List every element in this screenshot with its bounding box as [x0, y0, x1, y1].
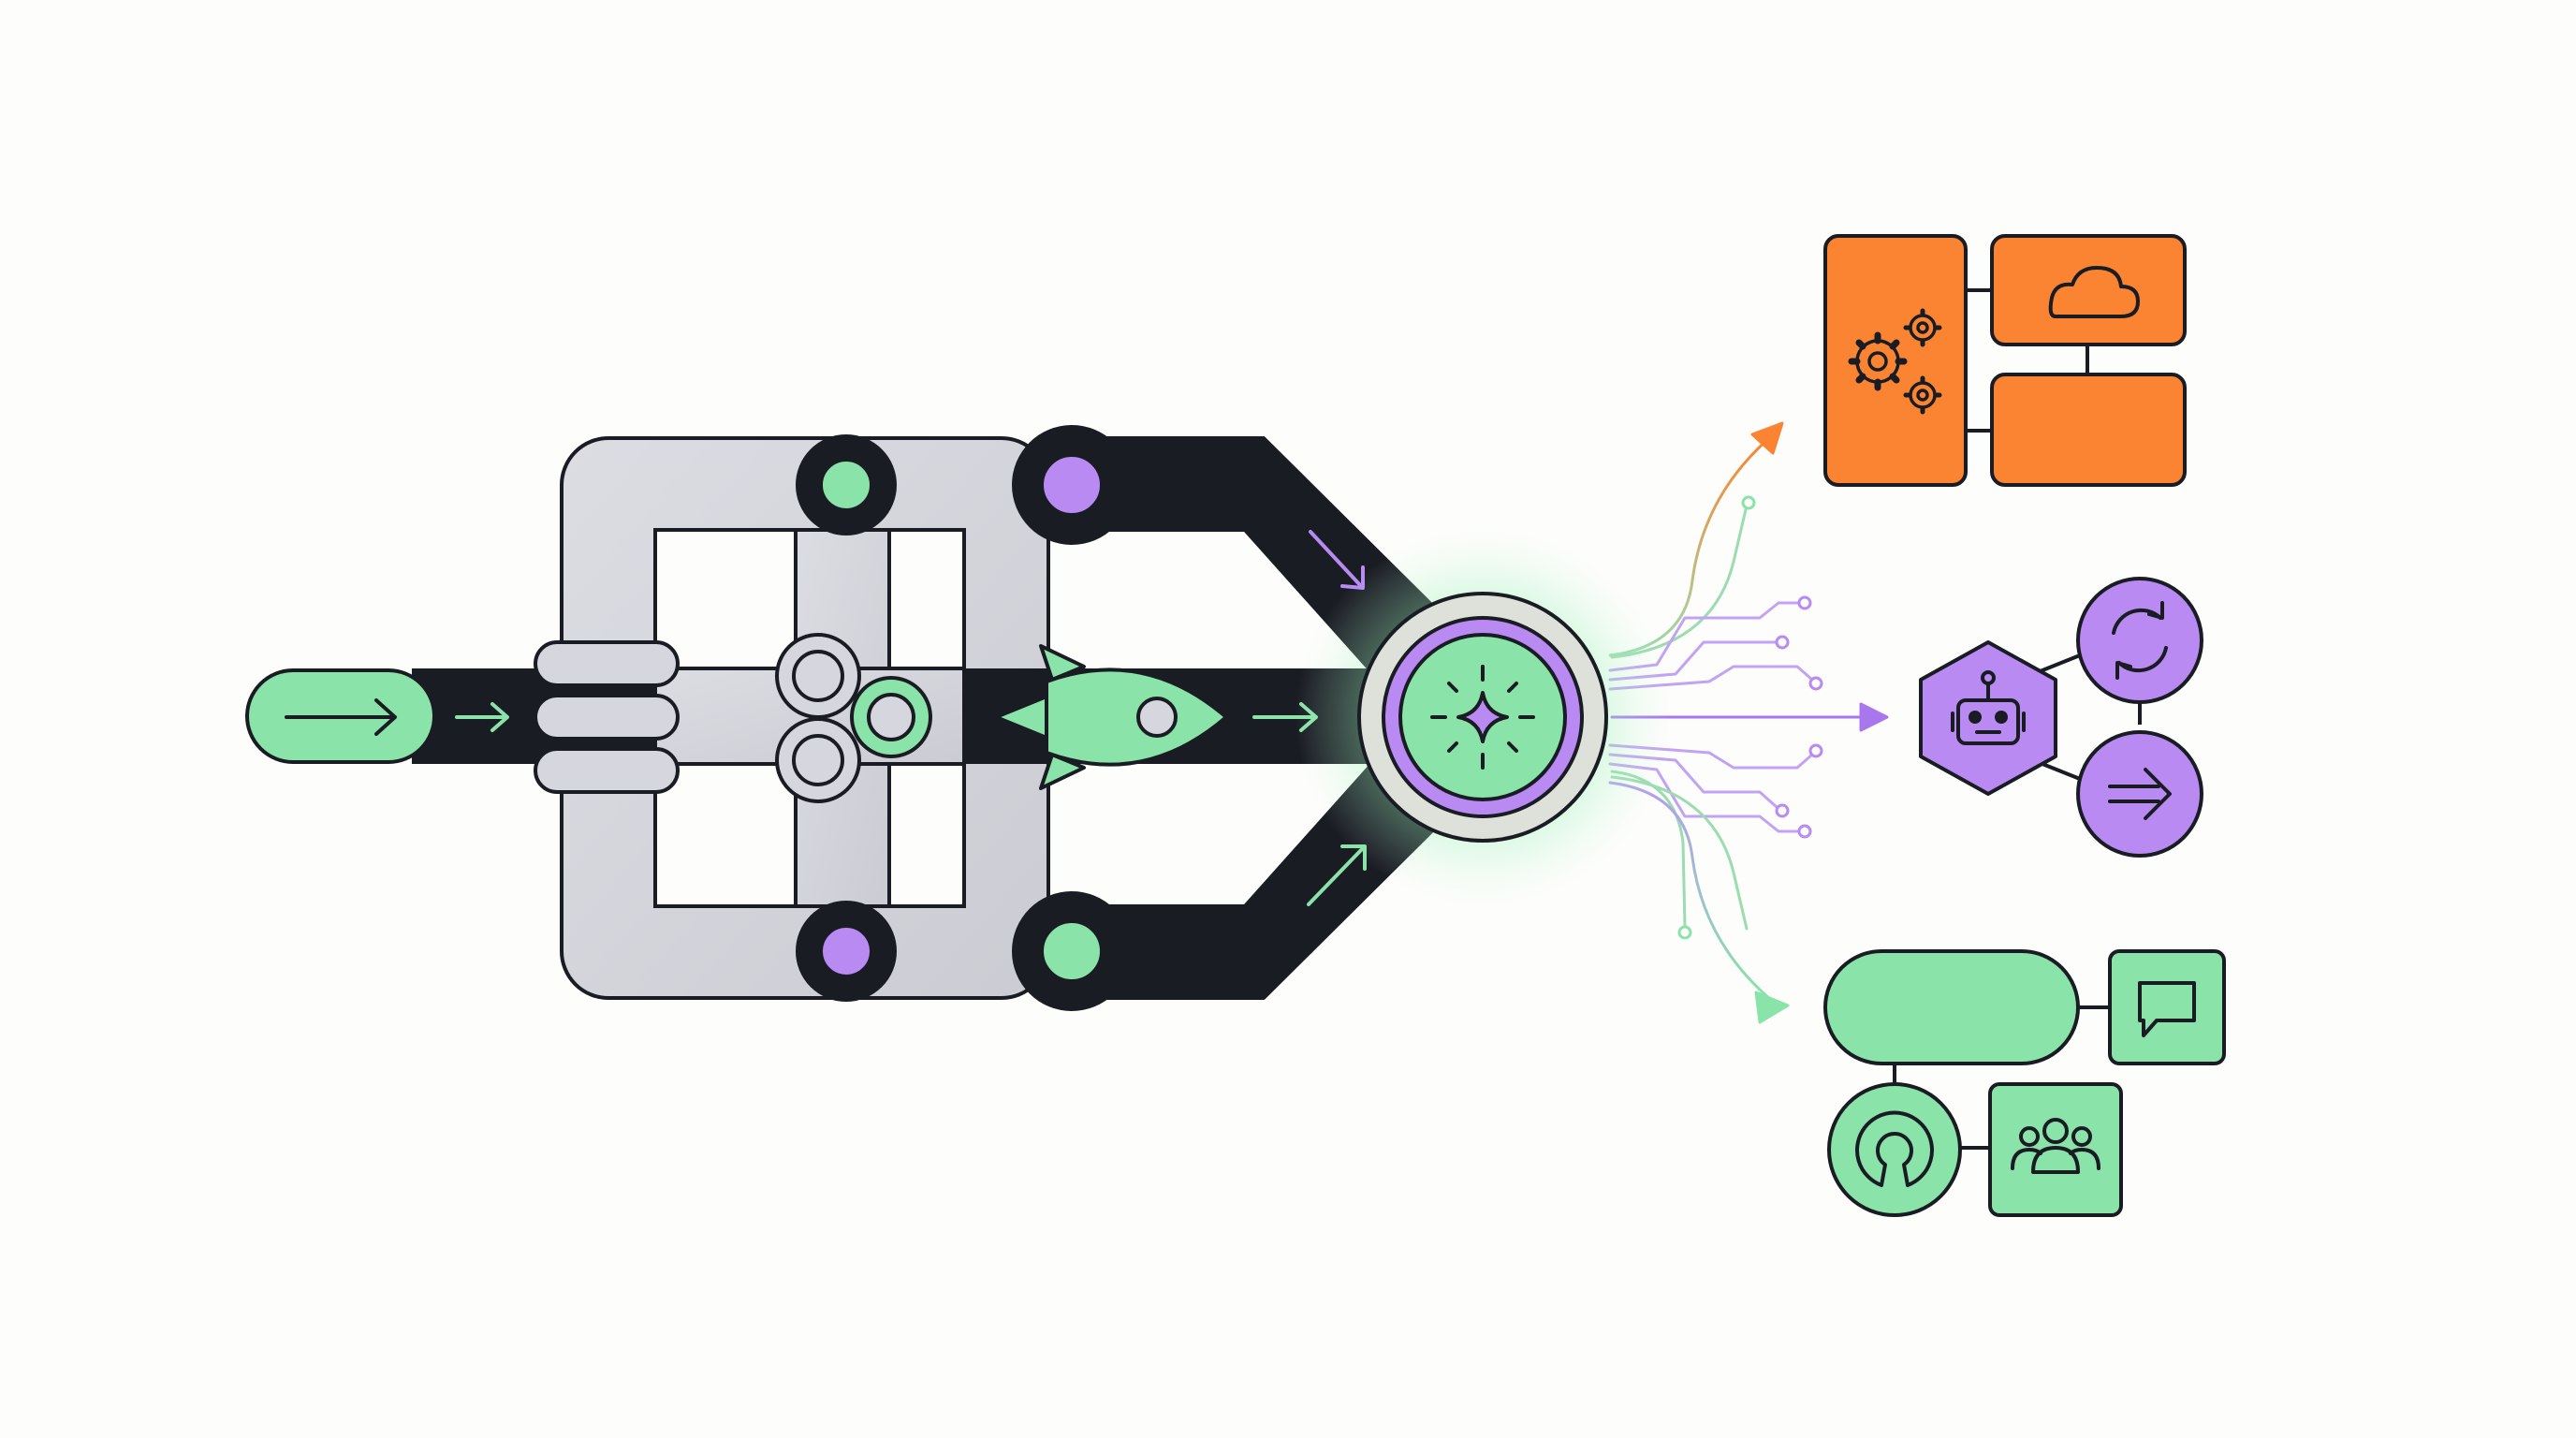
arrow-to-orange-group: [1750, 421, 1784, 455]
cloud-icon: [2048, 266, 2140, 318]
green-pill: [1823, 949, 2080, 1065]
orange-panel-cloud: [1990, 234, 2187, 346]
output-group-orange: [1823, 234, 2187, 487]
gears-icon: [1848, 308, 1942, 415]
flow-arrow-in: [455, 702, 509, 732]
arrow-right-icon: [285, 698, 397, 736]
arrow-to-green-group: [1754, 990, 1790, 1024]
valve-node-top-green: [796, 434, 897, 536]
purple-circle-arrow: [2076, 730, 2203, 858]
mixer-gear-circles: [775, 633, 932, 803]
valve-node-bottom-green: [1012, 891, 1132, 1011]
team-icon: [2011, 1118, 2100, 1174]
robot-icon: [1951, 670, 2026, 745]
fork-coupler: [534, 640, 680, 794]
open-source-icon: [1855, 1110, 1934, 1187]
green-circle-open-source: [1827, 1082, 1962, 1217]
input-node: [245, 668, 436, 764]
purple-hexagon: [1919, 640, 2057, 796]
rocket-icon: [994, 644, 1228, 790]
chat-bubble-icon: [2138, 981, 2196, 1037]
sparkle-icon: [1430, 665, 1535, 770]
valve-node-top-purple: [1012, 425, 1132, 545]
orange-panel-blank: [1990, 373, 2187, 487]
output-group-purple: [1919, 577, 2203, 858]
green-square-chat: [2108, 949, 2226, 1065]
refresh-icon: [2112, 601, 2168, 680]
central-hub: [1295, 530, 1670, 904]
valve-node-bottom-purple: [796, 901, 897, 1002]
purple-circle-refresh: [2076, 577, 2203, 704]
arrow-right-icon: [2108, 768, 2172, 820]
output-group-green: [1823, 949, 2226, 1217]
